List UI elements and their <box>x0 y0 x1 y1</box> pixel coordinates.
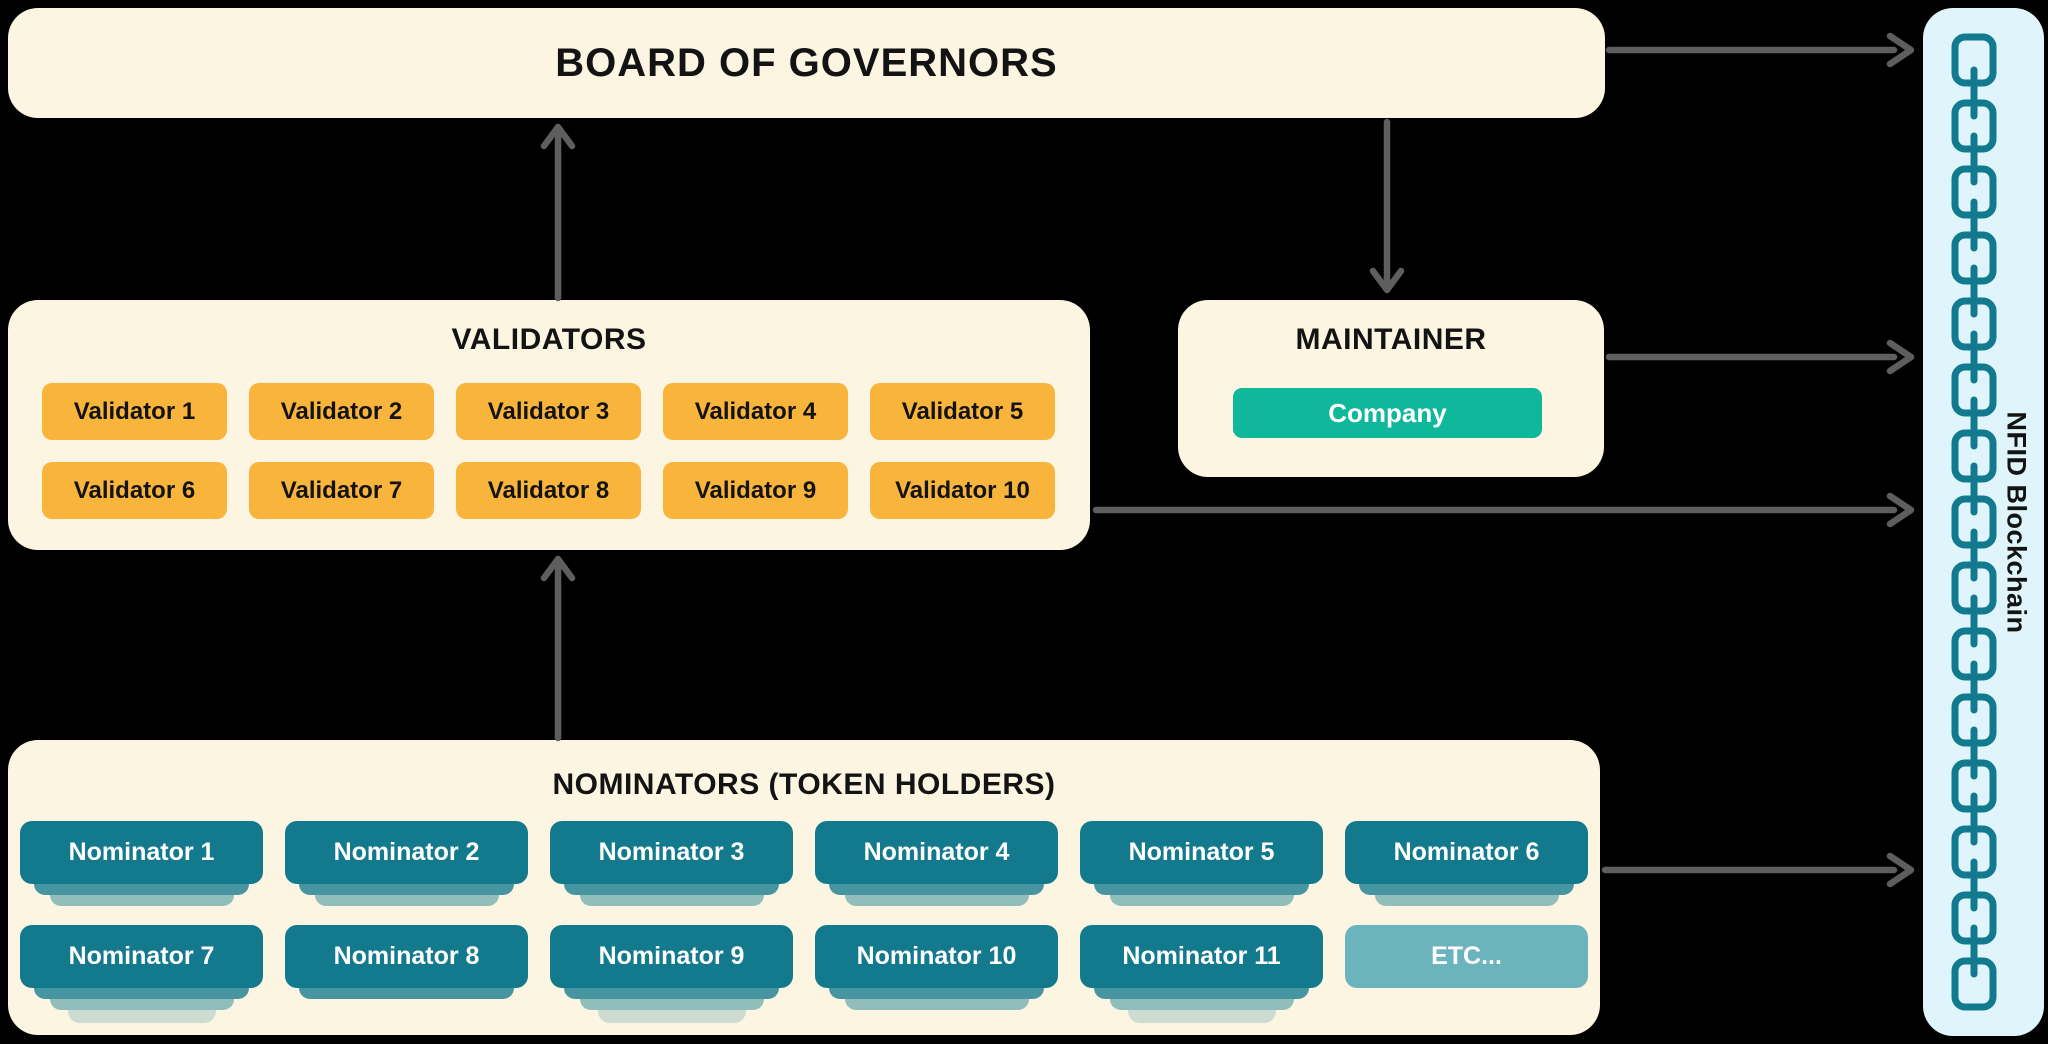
nominator-stack-layer <box>1094 988 1309 999</box>
board-of-governors-panel: BOARD OF GOVERNORS <box>8 8 1605 118</box>
nominator-stack-layer <box>1127 1010 1276 1023</box>
nominator-stack-layer <box>579 895 764 906</box>
validator-button: Validator 10 <box>870 462 1055 519</box>
validators-title: VALIDATORS <box>451 323 647 356</box>
nominator-button: Nominator 11 <box>1080 925 1323 988</box>
nominator-cell: Nominator 1 <box>20 821 263 906</box>
blockchain-label: NFID Blockchain <box>2002 410 2033 634</box>
nominator-stack-layer <box>844 999 1029 1010</box>
nominator-button: Nominator 7 <box>20 925 263 988</box>
validator-button: Validator 7 <box>249 462 434 519</box>
nominator-cell: Nominator 3 <box>550 821 793 906</box>
nominator-cell: Nominator 7 <box>20 925 263 1023</box>
nominator-stack-layer <box>1109 999 1294 1010</box>
validators-grid: Validator 1 Validator 2 Validator 3 Validat… <box>42 383 1056 519</box>
arrow-nominators-to-validators <box>540 555 576 742</box>
nominator-cell: Nominator 5 <box>1080 821 1323 906</box>
blockchain-panel: NFID Blockchain <box>1923 8 2044 1036</box>
arrow-maintainer-to-blockchain <box>1605 339 1915 375</box>
nominator-stack-layer <box>49 999 234 1010</box>
nominator-button: Nominator 4 <box>815 821 1058 884</box>
nominator-stack-layer <box>1359 884 1574 895</box>
company-button: Company <box>1233 388 1542 438</box>
validator-button: Validator 1 <box>42 383 227 440</box>
nominator-stack-layer <box>314 895 499 906</box>
blockchain-label-wrap: NFID Blockchain <box>1989 8 2044 1036</box>
chain-link-icon <box>1951 957 1997 1011</box>
arrow-validators-to-board <box>540 123 576 302</box>
nominator-stack-layer <box>579 999 764 1010</box>
nominator-stack-layer <box>829 884 1044 895</box>
nominator-stack-layer <box>299 988 514 999</box>
validator-button: Validator 6 <box>42 462 227 519</box>
nominator-stack-layer <box>564 988 779 999</box>
nominator-stack-layer <box>1374 895 1559 906</box>
arrow-board-to-maintainer <box>1369 118 1405 294</box>
board-of-governors-title: BOARD OF GOVERNORS <box>555 40 1058 85</box>
nominator-button: Nominator 2 <box>285 821 528 884</box>
validator-button: Validator 3 <box>456 383 641 440</box>
etc-button: ETC... <box>1345 925 1588 988</box>
nominator-button: Nominator 6 <box>1345 821 1588 884</box>
arrow-nominators-to-blockchain <box>1601 852 1915 888</box>
nominator-stack-layer <box>1094 884 1309 895</box>
nominator-cell: Nominator 9 <box>550 925 793 1023</box>
nominator-stack-layer <box>564 884 779 895</box>
maintainer-panel: MAINTAINER Company <box>1178 300 1604 477</box>
nominator-stack-layer <box>299 884 514 895</box>
nominator-cell: Nominator 2 <box>285 821 528 906</box>
validator-button: Validator 2 <box>249 383 434 440</box>
validator-button: Validator 8 <box>456 462 641 519</box>
nominator-button: Nominator 8 <box>285 925 528 988</box>
validator-button: Validator 5 <box>870 383 1055 440</box>
nominator-stack-layer <box>1109 895 1294 906</box>
maintainer-title: MAINTAINER <box>1295 323 1487 356</box>
nominator-cell: Nominator 6 <box>1345 821 1588 906</box>
nominator-button: Nominator 5 <box>1080 821 1323 884</box>
validator-button: Validator 9 <box>663 462 848 519</box>
nominator-stack-layer <box>49 895 234 906</box>
nominator-cell: Nominator 11 <box>1080 925 1323 1023</box>
nominator-cell: Nominator 4 <box>815 821 1058 906</box>
nominator-stack-layer <box>34 988 249 999</box>
nominators-grid: Nominator 1 Nominator 2 Nominator 3 Nominat… <box>20 821 1588 1023</box>
validator-button: Validator 4 <box>663 383 848 440</box>
arrow-board-to-blockchain <box>1605 32 1915 68</box>
nominator-stack-layer <box>67 1010 216 1023</box>
nominator-button: Nominator 1 <box>20 821 263 884</box>
nominator-stack-layer <box>597 1010 746 1023</box>
arrow-validators-to-blockchain <box>1092 492 1915 528</box>
nominator-button: Nominator 9 <box>550 925 793 988</box>
nominator-stack-layer <box>34 884 249 895</box>
nominators-title: NOMINATORS (TOKEN HOLDERS) <box>552 768 1056 801</box>
nominator-button: Nominator 10 <box>815 925 1058 988</box>
nominator-cell: Nominator 10 <box>815 925 1058 1010</box>
nominator-cell: Nominator 8 <box>285 925 528 999</box>
nominator-stack-layer <box>829 988 1044 999</box>
nominator-stack-layer <box>844 895 1029 906</box>
chain-icon <box>1951 33 1997 1011</box>
nominator-button: Nominator 3 <box>550 821 793 884</box>
nominator-cell: ETC... <box>1345 925 1588 988</box>
